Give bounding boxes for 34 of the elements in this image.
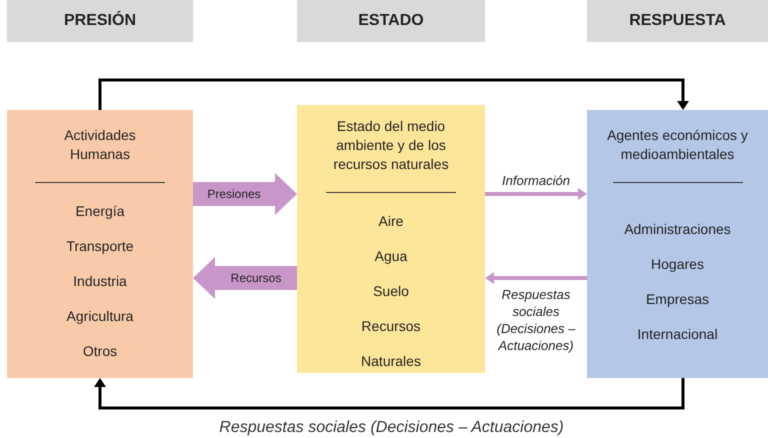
list-item: Agricultura xyxy=(66,307,134,326)
list-item: Empresas xyxy=(646,290,709,309)
list-item: Recursos xyxy=(361,317,421,336)
header-band: PRESIÓN xyxy=(7,0,193,42)
list-item: Administraciones xyxy=(624,220,731,239)
list-item: Energía xyxy=(75,202,125,221)
box-heading: Estado del medio ambiente y de los recursos naturales xyxy=(332,117,450,174)
header-band: ESTADO xyxy=(297,0,485,42)
box-heading: Agentes económicos y medioambientales xyxy=(606,126,749,164)
list-item: Naturales xyxy=(361,352,421,371)
category-box xyxy=(297,105,485,373)
list-item: Aire xyxy=(378,212,404,231)
list-item: Suelo xyxy=(373,282,409,301)
list-item: Otros xyxy=(82,342,118,361)
list-item: Hogares xyxy=(651,255,704,274)
arrow xyxy=(98,78,689,110)
edge-label: Presiones xyxy=(206,186,262,203)
category-box xyxy=(587,110,768,378)
arrow xyxy=(485,272,587,284)
box-heading: Actividades Humanas xyxy=(63,126,137,164)
block-arrow xyxy=(193,257,297,299)
edge-label: Información xyxy=(501,172,571,189)
arrow xyxy=(94,378,684,410)
list-item: Internacional xyxy=(637,325,718,344)
list-item: Transporte xyxy=(66,237,134,256)
edge-label: Recursos xyxy=(230,270,282,287)
edge-label: Respuestas sociales (Decisiones – Actuaciones) xyxy=(496,286,576,354)
arrow xyxy=(485,188,587,200)
block-arrow xyxy=(193,173,297,215)
category-box xyxy=(7,110,193,378)
list-item: Industria xyxy=(73,272,127,291)
edge-label: Respuestas sociales (Decisiones – Actuaciones) xyxy=(218,418,565,438)
header-band: RESPUESTA xyxy=(587,0,768,42)
list-item: Agua xyxy=(374,247,408,266)
